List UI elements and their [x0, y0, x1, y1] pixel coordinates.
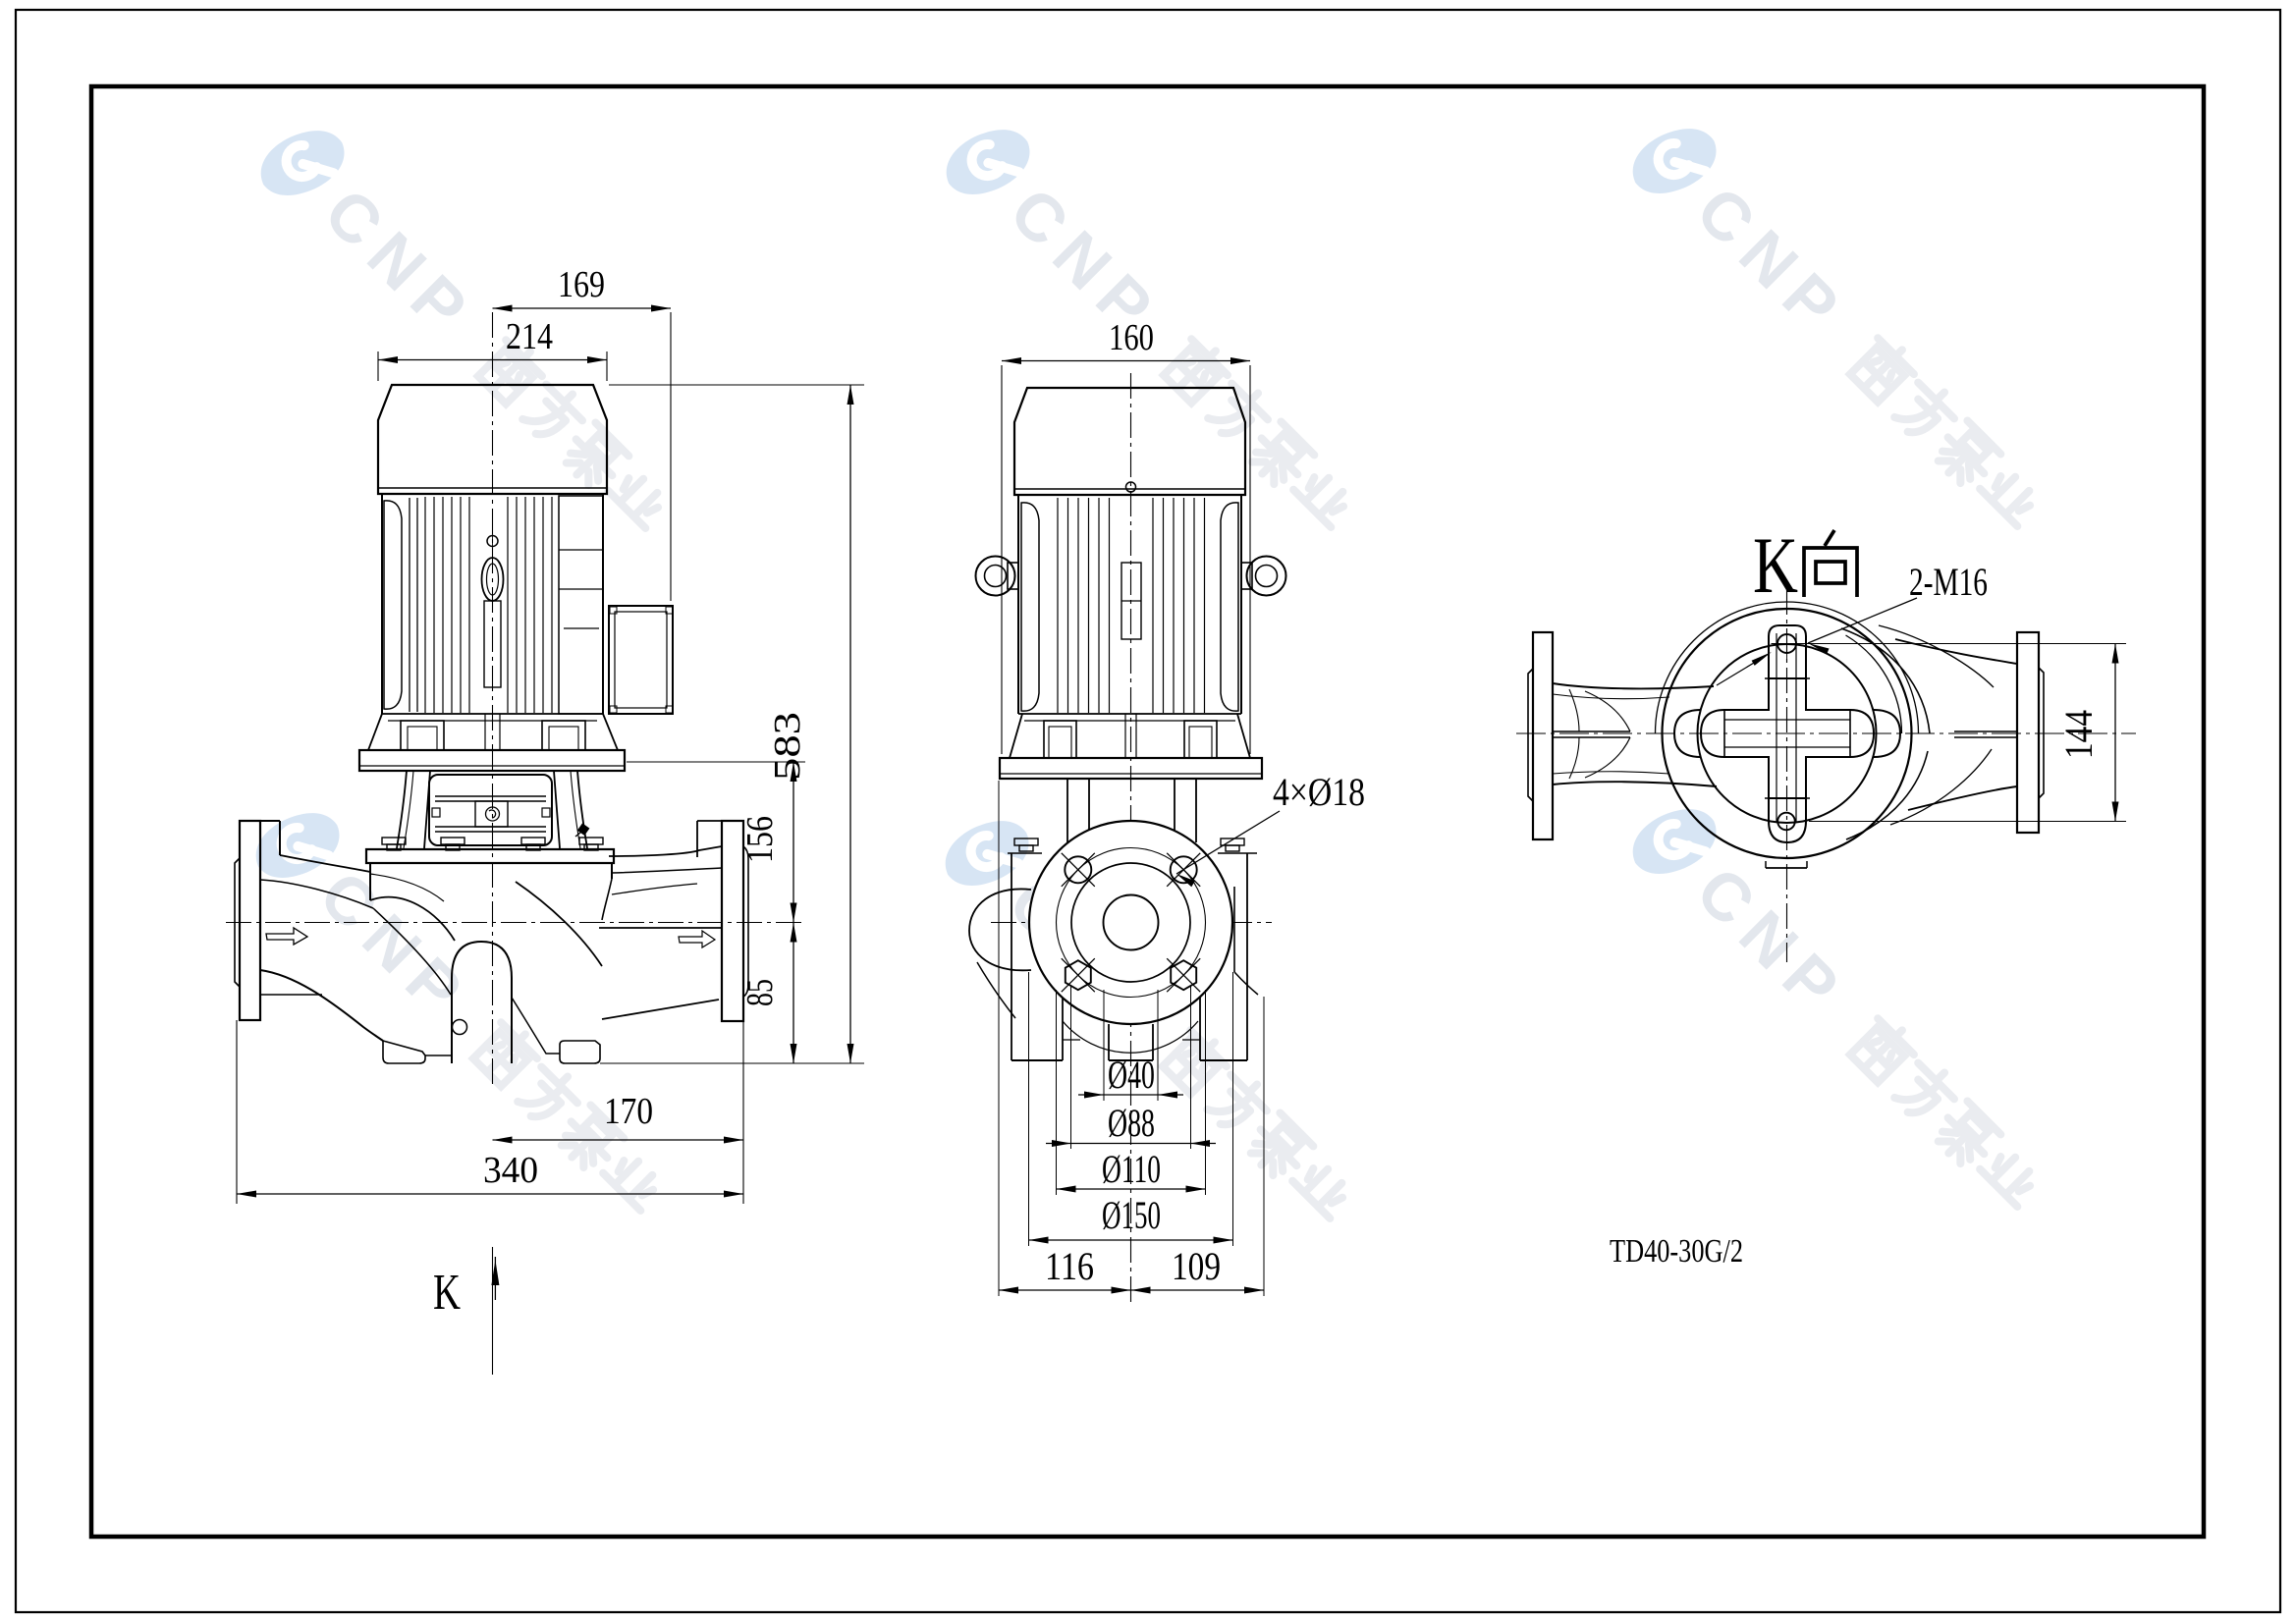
- svg-text:85: 85: [739, 979, 781, 1006]
- svg-text:109: 109: [1172, 1244, 1221, 1288]
- svg-text:TD40-30G/2: TD40-30G/2: [1610, 1233, 1743, 1270]
- svg-text:583: 583: [767, 712, 808, 781]
- svg-text:2-M16: 2-M16: [1909, 560, 1988, 604]
- svg-text:Ø110: Ø110: [1102, 1147, 1161, 1191]
- svg-text:Ø40: Ø40: [1108, 1053, 1155, 1097]
- svg-text:160: 160: [1109, 317, 1154, 358]
- svg-text:K: K: [433, 1265, 461, 1321]
- svg-text:Ø88: Ø88: [1108, 1101, 1155, 1145]
- svg-text:156: 156: [739, 816, 781, 863]
- svg-text:170: 170: [604, 1091, 653, 1132]
- svg-text:214: 214: [506, 316, 553, 357]
- svg-text:169: 169: [558, 264, 605, 305]
- svg-text:340: 340: [483, 1150, 538, 1191]
- svg-text:144: 144: [2056, 710, 2101, 759]
- svg-text:Ø150: Ø150: [1102, 1193, 1161, 1237]
- svg-text:K: K: [1753, 520, 1798, 610]
- svg-text:4×Ø18: 4×Ø18: [1273, 770, 1365, 814]
- svg-text:116: 116: [1045, 1244, 1094, 1288]
